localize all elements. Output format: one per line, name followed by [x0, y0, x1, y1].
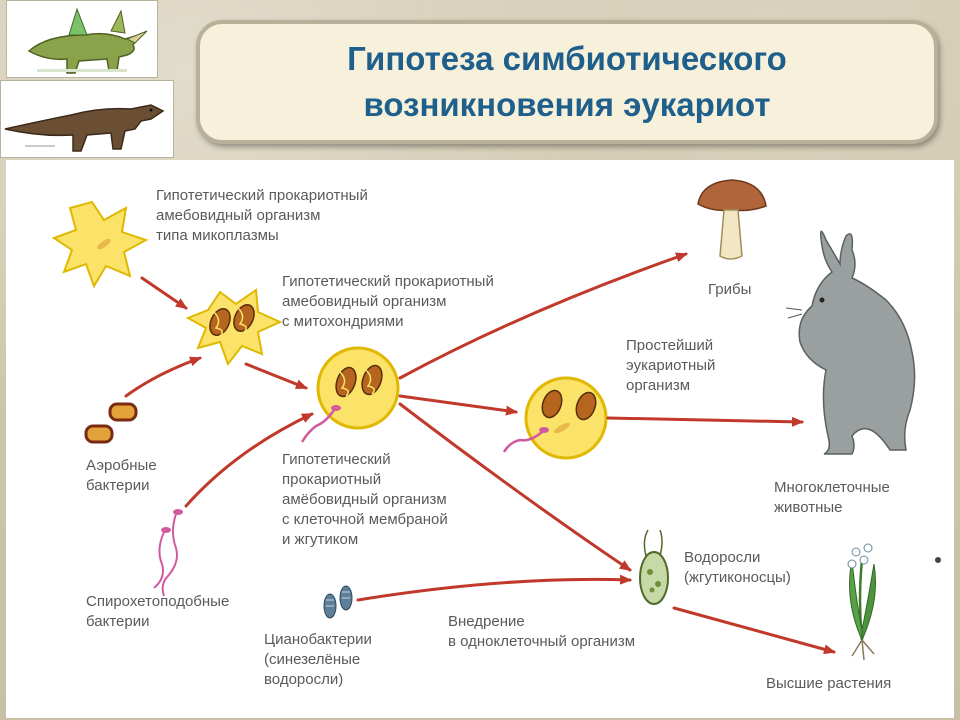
- lily-of-the-valley-icon: [847, 543, 876, 661]
- dinosaur-thumbnail-1: [6, 0, 158, 78]
- arrows: [124, 252, 836, 655]
- diagram-canvas: [51, 179, 941, 661]
- label-plants: Высшие растения: [766, 675, 892, 692]
- arrow-algae-to-plants: [672, 606, 836, 655]
- label-fungi: Грибы: [708, 281, 752, 298]
- mushroom-icon: [697, 179, 767, 260]
- mitochondrion: [361, 364, 383, 396]
- page-title-line-2: возникновения эукариот: [363, 86, 771, 123]
- mycoplasma-cell: [51, 200, 149, 289]
- mitochondrion: [233, 304, 255, 333]
- arrow-membrane-to-protist: [398, 394, 518, 416]
- mitochondrion: [209, 308, 231, 337]
- label-mycoplasma: Гипотетический прокариотный амебовидный …: [156, 187, 368, 244]
- page-title-line-1: Гипотеза симбиотического: [347, 40, 787, 77]
- arrow-spirochete-to-membrane: [184, 412, 314, 508]
- label-mitochondria: Гипотетический прокариотный амебовидный …: [282, 273, 494, 330]
- arrow-mitochondria-to-membrane: [244, 362, 308, 390]
- dinosaur-thumbnail-2: [0, 80, 174, 158]
- page-title: Гипотеза симбиотического возникновения э…: [347, 36, 787, 128]
- label-aerobic-bacteria: Аэробные бактерии: [86, 457, 157, 494]
- mitochondrion: [541, 389, 563, 419]
- title-box: Гипотеза симбиотического возникновения э…: [196, 20, 938, 144]
- cyanobacteria: [323, 585, 353, 619]
- arrow-protist-to-animals: [606, 416, 804, 427]
- arrow-aerobic-to-mitochondria: [124, 356, 202, 398]
- algae-flagellate: [639, 529, 669, 605]
- arrow-membrane-to-algae: [398, 402, 632, 572]
- diagram-panel: Гипотетический прокариотный амебовидный …: [6, 160, 954, 718]
- label-spirochete: Спирохетоподобные бактерии: [86, 593, 230, 630]
- mitochondria-amoeba-cell: [185, 288, 283, 367]
- label-cyanobacteria: Цианобактерии (синезелёные водоросли): [264, 631, 372, 688]
- label-algae: Водоросли (жгутиконосцы): [684, 549, 791, 586]
- arrow-mycoplasma-to-mitochondria: [140, 276, 188, 310]
- membrane-flagellum-cell: [300, 346, 400, 443]
- label-protist: Простейший эукариотный организм: [626, 337, 716, 394]
- protist-cell: [502, 376, 608, 460]
- arrow-membrane-to-fungi: [398, 252, 688, 380]
- triceratops-icon: [27, 7, 148, 74]
- arrow-cyano-to-algae: [356, 574, 632, 602]
- dot-mark: [935, 557, 941, 563]
- spirochete-bacteria: [153, 509, 183, 597]
- hare-icon: [785, 230, 916, 455]
- mitochondrion: [575, 391, 597, 421]
- label-animals: Многоклеточные животные: [774, 479, 890, 516]
- aerobic-bacteria: [84, 402, 138, 444]
- mitochondrion: [335, 366, 357, 398]
- dinosaur-icon: [4, 104, 165, 152]
- label-insertion: Внедрение в одноклеточный организм: [448, 613, 636, 650]
- label-membrane-cell: Гипотетический прокариотный амёбовидный …: [282, 451, 448, 548]
